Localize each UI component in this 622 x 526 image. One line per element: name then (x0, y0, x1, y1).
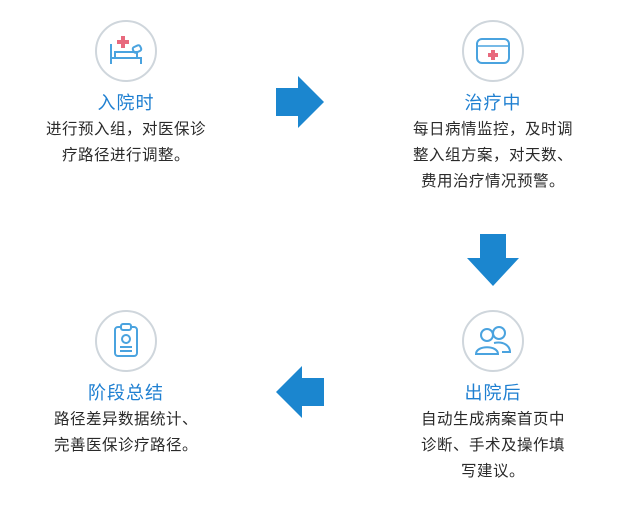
stage-treatment: 治疗中 每日病情监控，及时调 整入组方案，对天数、 费用治疗情况预警。 (373, 20, 613, 194)
arrow-down-icon (467, 234, 519, 286)
stage-treatment-desc-line: 每日病情监控，及时调 (412, 120, 573, 138)
stage-admission-desc-line: 疗路径进行调整。 (61, 146, 190, 164)
arrow-right-icon (276, 76, 324, 128)
stage-admission-desc-line: 进行预入组，对医保诊 (45, 120, 206, 138)
users-icon (474, 326, 512, 355)
stage-admission: 入院时 进行预入组，对医保诊 疗路径进行调整。 (6, 20, 246, 168)
stage-discharge-desc-line: 写建议。 (460, 462, 525, 480)
stage-treatment-desc-line: 费用治疗情况预警。 (420, 172, 565, 190)
stage-admission-title: 入院时 (97, 93, 155, 114)
stage-summary-title: 阶段总结 (88, 383, 164, 404)
stage-admission-icon-circle (95, 20, 157, 82)
stage-treatment-desc-line: 整入组方案，对天数、 (412, 146, 573, 164)
stage-discharge-title: 出院后 (464, 383, 522, 404)
clipboard-report-icon (114, 323, 138, 357)
stage-admission-desc: 进行预入组，对医保诊 疗路径进行调整。 (6, 116, 246, 168)
stage-discharge-desc-line: 诊断、手术及操作填 (420, 436, 565, 454)
stage-summary-desc-line: 完善医保诊疗路径。 (53, 436, 198, 454)
stage-summary: 阶段总结 路径差异数据统计、 完善医保诊疗路径。 (6, 310, 246, 458)
first-aid-kit-icon (476, 38, 510, 64)
stage-discharge-desc: 自动生成病案首页中 诊断、手术及操作填 写建议。 (373, 406, 613, 484)
arrow-left-icon (276, 366, 324, 418)
stage-treatment-desc: 每日病情监控，及时调 整入组方案，对天数、 费用治疗情况预警。 (373, 116, 613, 194)
stage-discharge-desc-line: 自动生成病案首页中 (420, 410, 565, 428)
hospital-bed-icon (110, 36, 143, 64)
stage-discharge: 出院后 自动生成病案首页中 诊断、手术及操作填 写建议。 (373, 310, 613, 484)
stage-discharge-icon-circle (462, 310, 524, 372)
stage-summary-icon-circle (95, 310, 157, 372)
stage-summary-desc: 路径差异数据统计、 完善医保诊疗路径。 (6, 406, 246, 458)
stage-summary-desc-line: 路径差异数据统计、 (53, 410, 198, 428)
stage-treatment-title: 治疗中 (464, 93, 522, 114)
stage-treatment-icon-circle (462, 20, 524, 82)
